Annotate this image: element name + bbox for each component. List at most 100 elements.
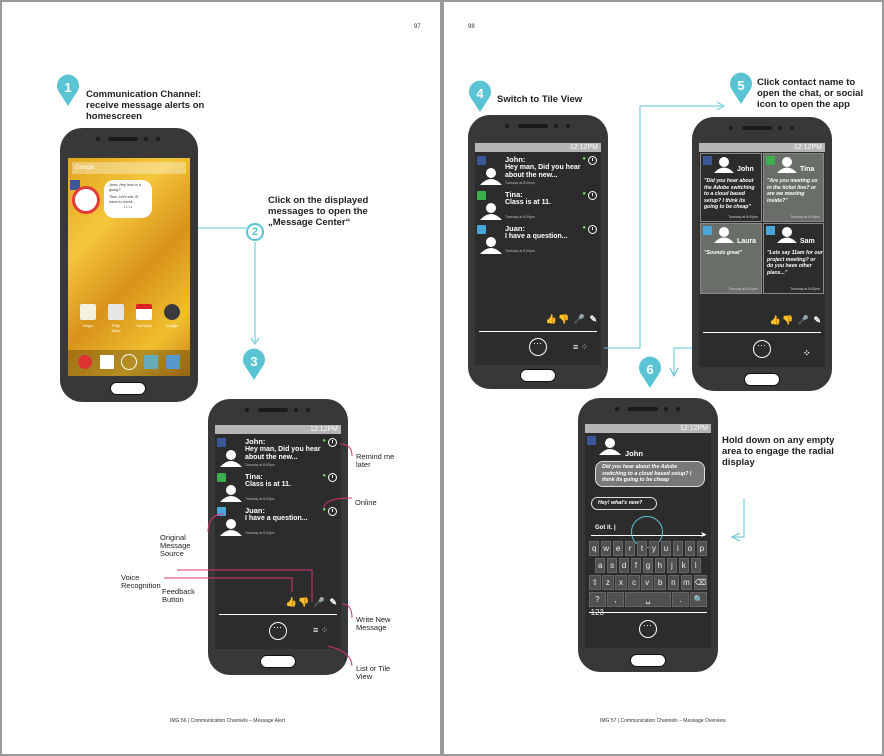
keyboard-key[interactable]: l (690, 558, 701, 573)
play-store-app[interactable]: Play Store (108, 304, 124, 333)
google-search-bar[interactable]: Google (72, 162, 186, 174)
sender-name[interactable]: Tina: (245, 472, 263, 481)
chrome-icon[interactable] (78, 355, 92, 369)
twitter-icon[interactable] (703, 226, 712, 235)
sender-name[interactable]: Tina: (505, 190, 523, 199)
message-row[interactable]: Tina: Class is at 11. Tuesday at 8:00pm … (475, 189, 601, 220)
tile-view-icon[interactable]: ⁘ (580, 342, 589, 352)
contact-name[interactable]: Laura (737, 238, 757, 245)
apps-icon[interactable] (121, 354, 137, 370)
list-view-icon[interactable]: ≡ ⁘ (313, 625, 329, 635)
message-row[interactable]: John: Hey man, Did you hear about the ne… (215, 436, 341, 470)
keyboard-key[interactable]: v (641, 575, 653, 590)
maps-app[interactable]: Maps (80, 304, 96, 328)
apps-icon[interactable] (269, 622, 287, 640)
clock-icon[interactable] (328, 473, 337, 482)
contact-tile[interactable]: Tina "Are you meeting us in the ticket l… (763, 153, 824, 222)
keyboard-key[interactable]: i (672, 541, 684, 556)
contact-name[interactable]: Sam (800, 238, 815, 245)
keyboard-key[interactable]: h (654, 558, 666, 573)
message-preview[interactable]: I have a question... (505, 233, 568, 240)
message-preview[interactable]: Class is at 11. (245, 481, 291, 488)
facebook-icon[interactable] (703, 156, 712, 165)
keyboard-key[interactable]: g (642, 558, 654, 573)
chat-icon[interactable] (477, 191, 486, 200)
apps-icon[interactable] (753, 340, 771, 358)
keyboard-key[interactable]: b (654, 575, 667, 590)
keyboard-key[interactable]: ⇧ (589, 575, 601, 590)
camera-icon[interactable] (144, 355, 158, 369)
clock-icon[interactable] (588, 191, 597, 200)
keyboard-key[interactable]: t (636, 541, 648, 556)
contact-name[interactable]: Tina (800, 166, 815, 173)
keyboard-key[interactable]: x (615, 575, 627, 590)
sender-name[interactable]: John: (245, 437, 266, 446)
message-preview[interactable]: Hey man, Did you hear about the new... (505, 164, 581, 179)
compose-icon[interactable]: ✎ (589, 314, 598, 324)
contact-name[interactable]: John (737, 166, 754, 173)
send-icon[interactable]: ➤ (700, 530, 707, 539)
message-row[interactable]: Juan: I have a question... Tuesday at 8:… (475, 223, 601, 254)
twitter-icon[interactable] (217, 507, 226, 516)
apps-icon[interactable] (639, 620, 657, 638)
contact-tile[interactable]: John "Did you hear about the Adobe switc… (700, 153, 762, 222)
keyboard-key[interactable]: c (628, 575, 640, 590)
google-app[interactable]: Google (164, 304, 180, 328)
chat-icon[interactable] (766, 156, 775, 165)
mic-icon[interactable]: 🎤 (573, 314, 586, 324)
facebook-icon[interactable] (477, 156, 486, 165)
thumbs-icon[interactable]: 👍👎 (285, 597, 311, 607)
clock-icon[interactable] (328, 438, 337, 447)
message-input[interactable]: Got it. | (595, 525, 616, 531)
apps-icon[interactable] (529, 338, 547, 356)
phone-icon[interactable] (166, 355, 180, 369)
compose-icon[interactable]: ✎ (813, 315, 822, 325)
homescreen[interactable]: Google John: Hey how is it going? Tina: … (68, 158, 190, 376)
keyboard-key[interactable]: k (678, 558, 689, 573)
message-preview[interactable]: Hey man, Did you hear about the new... (245, 446, 321, 461)
keyboard-key[interactable]: m (680, 575, 693, 590)
keyboard-key[interactable]: a (595, 558, 606, 573)
list-view-icon[interactable]: ≡ ⁘ (573, 342, 589, 352)
mic-icon[interactable]: 🎤 (313, 597, 326, 607)
contact-tile[interactable]: Laura "Sounds great" Tuesday at 8:00pm (700, 223, 762, 294)
compose-icon[interactable]: ✎ (329, 597, 338, 607)
keyboard-key[interactable]: n (667, 575, 680, 590)
mic-icon[interactable]: 🎤 (797, 315, 810, 325)
chat-icon[interactable] (217, 473, 226, 482)
home-button[interactable] (260, 655, 296, 668)
message-row[interactable]: Tina: Class is at 11. Tuesday at 8:00pm … (215, 471, 341, 502)
contact-tile[interactable]: Sam "Lets say 11am for our project meeti… (763, 223, 824, 294)
twitter-icon[interactable] (477, 225, 486, 234)
message-preview[interactable]: I have a question... (245, 515, 308, 522)
keyboard-key[interactable]: e (612, 541, 624, 556)
youtube-app[interactable]: YouTube (136, 304, 152, 328)
keyboard-key[interactable]: r (624, 541, 636, 556)
home-button[interactable] (520, 369, 556, 382)
keyboard-key[interactable]: p (696, 541, 708, 556)
sender-name[interactable]: Juan: (505, 224, 526, 233)
keyboard-key[interactable]: u (660, 541, 672, 556)
facebook-icon[interactable] (587, 436, 596, 445)
gmail-icon[interactable] (100, 355, 114, 369)
facebook-icon[interactable] (217, 438, 226, 447)
tile-view-icon[interactable]: ⁘ (803, 348, 811, 358)
twitter-icon[interactable] (766, 226, 775, 235)
keyboard-key[interactable]: w (600, 541, 612, 556)
keyboard-key[interactable]: f (630, 558, 642, 573)
keyboard-key[interactable]: q (589, 541, 600, 556)
keyboard-key[interactable]: z (602, 575, 614, 590)
keyboard-key[interactable]: . (672, 592, 689, 607)
clock-icon[interactable] (588, 156, 597, 165)
keyboard-key[interactable]: ⌫ (693, 575, 708, 590)
message-row[interactable]: Juan: I have a question... Tuesday at 8:… (215, 505, 341, 536)
message-preview[interactable]: Class is at 11. (505, 199, 551, 206)
keyboard-key[interactable]: ␣ (625, 592, 671, 607)
sender-name[interactable]: John: (505, 155, 526, 164)
clock-icon[interactable] (328, 507, 337, 516)
thumbs-icon[interactable]: 👍👎 (545, 314, 571, 324)
home-button[interactable] (630, 654, 666, 667)
thumbs-icon[interactable]: 👍👎 (769, 315, 795, 325)
clock-icon[interactable] (588, 225, 597, 234)
message-alert-bubble[interactable]: John: Hey how is it going? Tina: Let's s… (104, 180, 152, 218)
